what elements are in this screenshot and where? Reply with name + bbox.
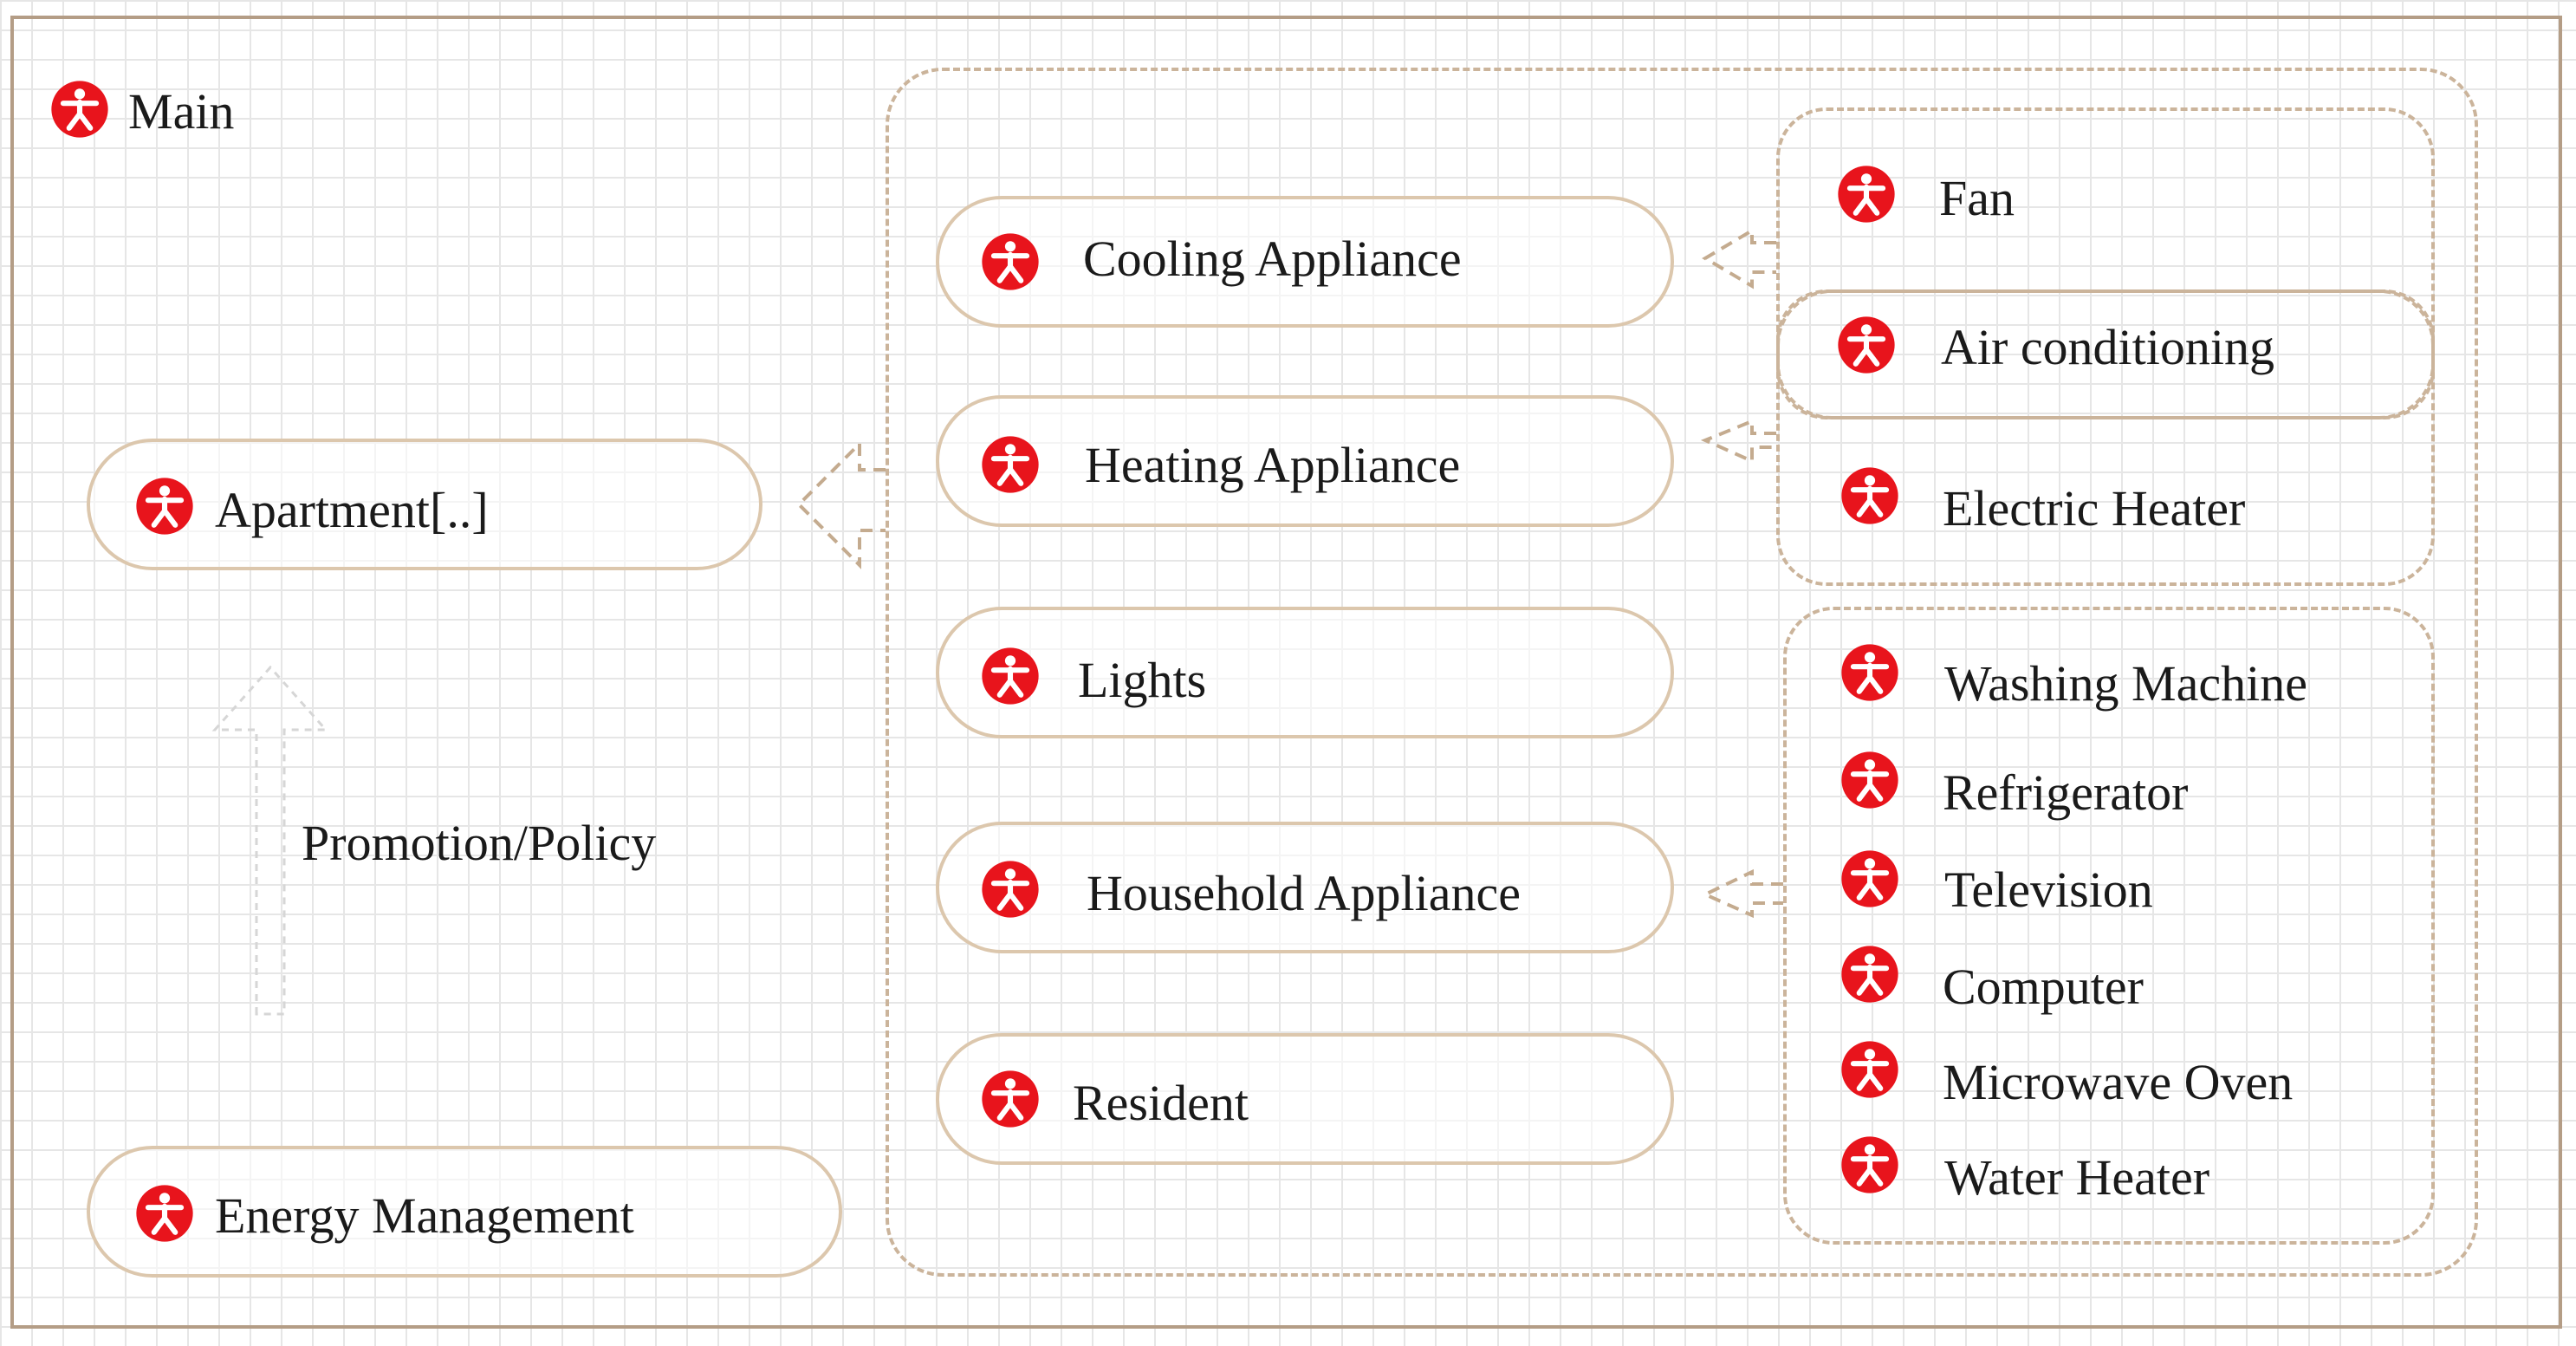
electric-heater-label[interactable]: Electric Heater (1943, 480, 2246, 536)
actor-icon (1840, 945, 1899, 1004)
heating-appliance-label: Heating Appliance (1085, 437, 1461, 493)
arrow-heating-group (1700, 419, 1776, 465)
heating-group (1776, 289, 2435, 586)
arrow-household-group (1701, 868, 1783, 919)
promotion-policy-label: Promotion/Policy (302, 815, 657, 871)
actor-icon (1840, 643, 1899, 702)
actor-icon (981, 232, 1040, 291)
actor-icon (1840, 849, 1899, 908)
household-group (1783, 607, 2435, 1245)
arrow-central-to-apartment (796, 439, 886, 569)
actor-icon (981, 435, 1040, 494)
household-appliance-node[interactable] (936, 822, 1674, 953)
actor-icon (135, 477, 194, 536)
cooling-appliance-node[interactable] (936, 196, 1674, 328)
actor-icon (1840, 466, 1899, 525)
actor-icon (1837, 315, 1896, 374)
air-conditioning-label[interactable]: Air conditioning (1941, 319, 2275, 375)
television-label[interactable]: Television (1944, 862, 2153, 918)
cooling-appliance-label: Cooling Appliance (1083, 231, 1462, 287)
main-label: Main (128, 83, 235, 140)
apartment-label: Apartment[..] (215, 482, 489, 538)
resident-node[interactable] (936, 1033, 1674, 1165)
refrigerator-label[interactable]: Refrigerator (1943, 764, 2189, 821)
arrow-cooling-group (1702, 227, 1776, 289)
energy-management-label: Energy Management (215, 1187, 634, 1244)
actor-icon (135, 1184, 194, 1243)
water-heater-label[interactable]: Water Heater (1944, 1149, 2210, 1206)
actor-icon (981, 647, 1040, 706)
arrow-promotion-policy (211, 665, 329, 1016)
household-appliance-label: Household Appliance (1087, 865, 1521, 921)
actor-icon (981, 860, 1040, 919)
lights-label: Lights (1078, 652, 1207, 708)
fan-label[interactable]: Fan (1939, 170, 2015, 226)
main-frame (10, 16, 2562, 1329)
resident-label: Resident (1073, 1075, 1249, 1131)
generalization-arrows (796, 227, 1783, 919)
microwave-oven-label[interactable]: Microwave Oven (1943, 1054, 2294, 1110)
washing-machine-label[interactable]: Washing Machine (1944, 655, 2307, 712)
actor-icon (1840, 1135, 1899, 1194)
heating-appliance-node[interactable] (936, 395, 1674, 527)
apartment-node[interactable] (87, 439, 762, 570)
actor-icon (1840, 751, 1899, 810)
actor-icon (981, 1070, 1040, 1128)
actor-icon (1837, 165, 1896, 224)
energy-management-node[interactable] (87, 1146, 842, 1278)
computer-label[interactable]: Computer (1943, 959, 2144, 1015)
actor-icon (1840, 1040, 1899, 1099)
central-group (886, 68, 2478, 1277)
lights-node[interactable] (936, 607, 1674, 738)
